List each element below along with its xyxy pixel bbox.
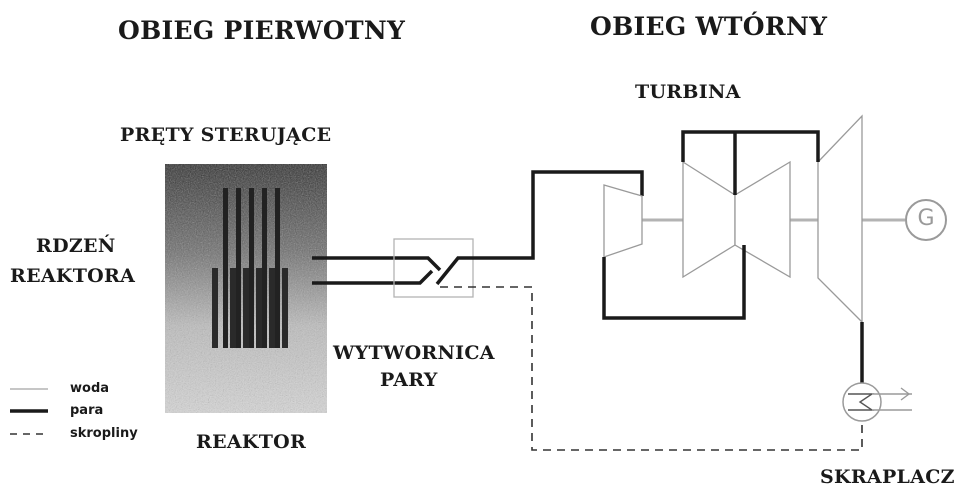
steam-generator-label-line1: WYTWORNICA xyxy=(333,342,495,364)
primary-loop-pipes xyxy=(312,256,442,285)
primary-cold-leg xyxy=(312,269,434,285)
control-rod xyxy=(236,188,241,348)
cooling-water-pipes xyxy=(872,393,912,411)
steam-generator-label-line2: PARY xyxy=(380,369,438,391)
condenser xyxy=(842,382,912,422)
fuel-rod xyxy=(230,268,236,348)
condenser-label: SKRAPLACZ xyxy=(820,466,955,488)
control-rod xyxy=(249,188,254,348)
fuel-rod xyxy=(269,268,275,348)
legend-condensate: skropliny xyxy=(70,426,138,441)
reactor-core-label-line2: REAKTORA xyxy=(10,265,136,287)
condenser-coil xyxy=(848,393,875,411)
fuel-rod xyxy=(212,268,218,348)
primary-hot-leg xyxy=(312,256,442,272)
crossover-pipe xyxy=(681,130,820,162)
fuel-rods xyxy=(212,268,288,348)
turbine-steam-pipes xyxy=(602,130,820,320)
turbine-label: TURBINA xyxy=(635,81,741,103)
steam-generator-box xyxy=(393,238,474,298)
control-rods-label: PRĘTY STERUJĄCE xyxy=(120,124,332,146)
hp-exhaust-pipe xyxy=(602,245,746,320)
primary-loop-heading: OBIEG PIERWOTNY xyxy=(118,16,406,45)
legend-water: woda xyxy=(70,381,110,396)
generator-icon xyxy=(905,199,947,241)
control-rod xyxy=(275,188,280,348)
condenser-icon xyxy=(842,382,882,422)
fuel-rod xyxy=(243,268,249,348)
turbine xyxy=(603,114,863,324)
condensate-line xyxy=(440,286,863,451)
steam-line xyxy=(435,170,644,286)
lp-turbine-stage xyxy=(817,114,863,324)
cooling-arrow-icon xyxy=(900,387,911,401)
ip-turbine-stage-right xyxy=(734,160,791,279)
legend-steam: para xyxy=(70,403,104,418)
fuel-rod xyxy=(282,268,288,348)
control-rod xyxy=(262,188,267,348)
ip-turbine-stage-left xyxy=(682,160,736,279)
hp-turbine-stage xyxy=(603,184,643,258)
legend-lines xyxy=(10,388,48,435)
control-rods xyxy=(223,188,280,348)
reactor-core-label-line1: RDZEŃ xyxy=(36,235,116,257)
reactor-label: REAKTOR xyxy=(196,431,307,453)
secondary-loop-heading: OBIEG WTÓRNY xyxy=(590,12,828,41)
generator-letter: G xyxy=(917,206,935,231)
control-rod xyxy=(223,188,228,348)
fuel-rod xyxy=(256,268,262,348)
